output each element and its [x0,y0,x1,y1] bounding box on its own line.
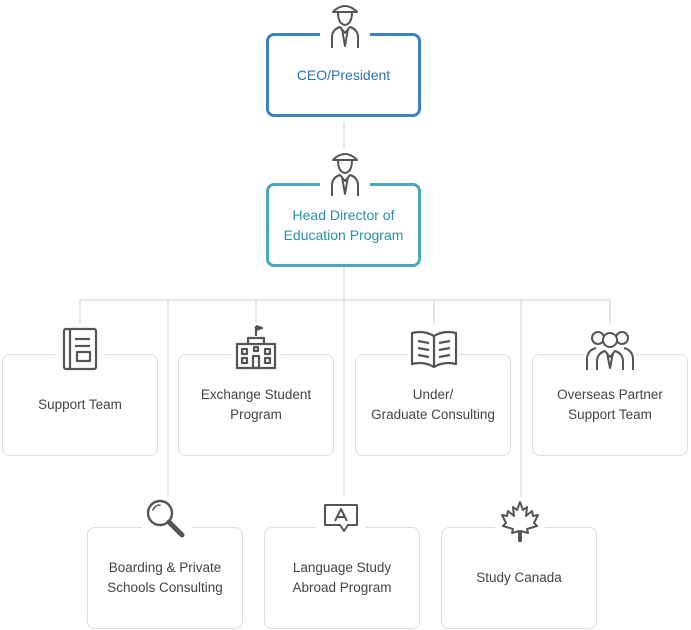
document-icon [55,324,105,374]
person-icon [320,148,370,198]
open-book-icon [409,324,459,374]
speech-bubble-a-icon [316,495,366,545]
person-icon [320,0,370,50]
department-label: Boarding & Private Schools Consulting [107,560,223,595]
head-director-label: Head Director of Education Program [283,207,404,243]
ceo-label: CEO/President [296,67,391,83]
school-building-icon [231,322,281,372]
maple-leaf-icon [495,497,545,547]
magnifier-icon [142,495,192,545]
department-label: Exchange Student Program [200,387,312,422]
department-label: Overseas Partner Support Team [557,387,663,422]
department-label: Study Canada [476,570,562,585]
head-director-box: Head Director of Education Program [266,183,421,267]
department-label: Language Study Abroad Program [292,560,392,595]
department-label: Support Team [38,397,122,412]
team-icon [585,324,635,374]
department-label: Under/ Graduate Consulting [371,387,495,422]
